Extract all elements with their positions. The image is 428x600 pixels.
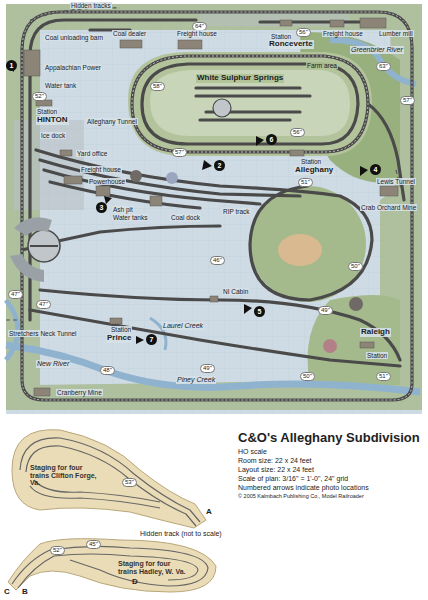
elevation-label: 58" — [150, 82, 165, 91]
place-label: Farm area — [306, 62, 338, 69]
water-label: Laurel Creek — [162, 322, 204, 330]
elevation-label: 63" — [376, 62, 391, 71]
elevation-label: 45" — [86, 540, 101, 549]
staging-label: Staging for four trains Hadley, W. Va. — [118, 560, 188, 575]
elevation-label: 53" — [122, 478, 137, 487]
place-label: Stretchers Neck Tunnel — [8, 330, 78, 337]
place-label: Freight house — [322, 30, 364, 37]
place-label: Hidden tracks — [70, 2, 112, 9]
water-label: Piney Creek — [176, 376, 216, 384]
plan-note: HO scale — [238, 448, 267, 456]
plan-note: Layout size: 22 x 24 feet — [238, 466, 314, 474]
elevation-label: 56" — [296, 28, 311, 37]
town-name: HINTON — [36, 116, 69, 125]
town-name: Alleghany — [294, 166, 334, 175]
elevation-label: 52" — [32, 92, 47, 101]
place-label: NI Cabin — [222, 288, 249, 295]
plan-title: C&O's Alleghany Subdivision — [238, 430, 420, 445]
place-label: RIP track — [222, 208, 251, 215]
connection-letter: A — [206, 508, 212, 517]
elevation-label: 56" — [290, 128, 305, 137]
plan-note: Room size: 22 x 24 feet — [238, 457, 312, 465]
callout-number: 7 — [146, 334, 157, 345]
place-label: Lumber mill — [378, 30, 414, 37]
callout-number: 5 — [254, 306, 265, 317]
place-label: Coal dealer — [112, 30, 147, 37]
callout-number: 3 — [96, 202, 107, 213]
place-label: Station — [36, 108, 58, 115]
elevation-label: 47" — [36, 300, 51, 309]
place-label: Coal unloading barn — [44, 34, 104, 41]
place-label: Cranberry Mine — [56, 389, 103, 396]
elevation-label: 49" — [318, 306, 333, 315]
place-label: Crab Orchard Mine — [360, 204, 417, 211]
place-label: Lewis Tunnel — [376, 178, 416, 185]
elevation-label: 48" — [100, 366, 115, 375]
place-label: Coal dock — [170, 214, 201, 221]
plan-note: Scale of plan: 3/16" = 1'-0", 24" grid — [238, 475, 348, 483]
elevation-label: 51" — [376, 372, 391, 381]
place-label: Appalachian Power — [44, 64, 102, 71]
place-label: Water tank — [44, 82, 77, 89]
plan-note: Numbered arrows indicate photo locations — [238, 484, 369, 492]
plan-note: Hidden track (not to scale) — [140, 530, 222, 538]
town-name: Ronceverte — [268, 40, 314, 49]
elevation-label: 57" — [400, 96, 415, 105]
callout-number: 1 — [6, 60, 17, 71]
elevation-label: 46" — [210, 256, 225, 265]
callout-number: 6 — [266, 134, 277, 145]
elevation-label: 47" — [8, 290, 23, 299]
connection-letter: B — [22, 588, 28, 597]
place-label: Freight house — [176, 30, 218, 37]
place-label: Alleghany Tunnel — [86, 118, 138, 125]
place-label: Ash pit — [112, 206, 134, 213]
copyright-note: © 2005 Kalmbach Publishing Co., Model Ra… — [238, 493, 364, 499]
place-label: Station — [366, 352, 388, 359]
place-label: Powerhouse — [88, 178, 126, 185]
place-label: Station — [110, 326, 132, 333]
callout-number: 2 — [214, 160, 225, 171]
connection-letter: C — [4, 588, 10, 597]
town-name: White Sulphur Springs — [196, 74, 284, 83]
elevation-label: 57" — [172, 148, 187, 157]
place-label: Station — [300, 158, 322, 165]
place-label: Yard office — [76, 150, 108, 157]
connection-letter: D — [132, 578, 138, 587]
place-label: Water tanks — [112, 214, 148, 221]
elevation-label: 50" — [348, 262, 363, 271]
town-name: Raleigh — [360, 328, 391, 337]
elevation-label: 49" — [200, 364, 215, 373]
place-label: Freight house — [80, 166, 122, 173]
town-name: Prince — [106, 334, 132, 343]
place-label: Ice dock — [40, 132, 66, 139]
water-label: New River — [36, 360, 70, 368]
callout-number: 4 — [370, 164, 381, 175]
water-label: Greenbrier River — [350, 46, 404, 54]
staging-label: Staging for four trains Clifton Forge, V… — [30, 464, 100, 487]
elevation-label: 50" — [300, 372, 315, 381]
elevation-label: 52" — [50, 546, 65, 555]
elevation-label: 51" — [298, 178, 313, 187]
